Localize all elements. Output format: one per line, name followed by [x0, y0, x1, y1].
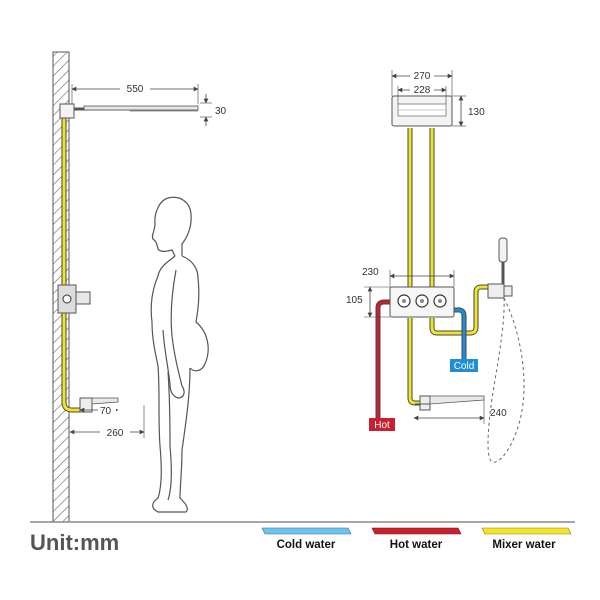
- dim-spout-length: 70: [79, 405, 119, 417]
- dim-label-30: 30: [215, 106, 227, 117]
- dim-label-230: 230: [362, 267, 379, 278]
- legend-cold: Cold water: [261, 527, 352, 551]
- tub-spout: [415, 395, 485, 411]
- dim-arm-length: 550: [71, 82, 199, 104]
- dim-label-130: 130: [468, 107, 485, 118]
- dim-spout-offset: 260: [69, 405, 145, 439]
- cold-tag-label: Cold: [454, 361, 475, 372]
- legend-label-cold: Cold water: [277, 539, 336, 551]
- dim-head-width-outer: 270: [391, 70, 453, 96]
- legend-label-hot: Hot water: [390, 539, 443, 551]
- valve-panel: [389, 286, 455, 318]
- dim-panel-width: 230: [362, 267, 455, 287]
- legend-label-mixer: Mixer water: [492, 539, 556, 551]
- left-mixer-pipe: [61, 108, 82, 413]
- right-mixer-pipes: [407, 128, 490, 406]
- dim-panel-height: 105: [346, 286, 390, 318]
- hot-tag: Hot: [369, 418, 395, 431]
- dim-head-thickness: 30: [200, 94, 227, 126]
- unit-label: Unit:mm: [30, 530, 119, 555]
- dim-label-105: 105: [346, 295, 363, 306]
- legend-swatch-hot: [371, 527, 462, 535]
- overhead-shower-head: [391, 95, 453, 127]
- legend-mixer: Mixer water: [481, 527, 572, 551]
- dim-head-depth: 130: [452, 95, 485, 127]
- hot-pipe: [375, 299, 392, 418]
- dim-label-240: 240: [490, 408, 507, 419]
- cold-pipe: [454, 307, 467, 360]
- legend-swatch-cold: [261, 527, 352, 535]
- dim-label-228: 228: [414, 85, 431, 96]
- legend-hot: Hot water: [371, 527, 462, 551]
- dim-handshower-offset: 240: [413, 400, 507, 424]
- cold-tag: Cold: [450, 359, 478, 372]
- hand-shower: [487, 237, 525, 463]
- dim-label-70: 70: [100, 406, 112, 417]
- dim-label-270: 270: [414, 71, 431, 82]
- dim-label-260: 260: [107, 428, 124, 439]
- legend-swatch-mixer: [481, 527, 572, 535]
- human-figure: [150, 196, 209, 513]
- overhead-shower: [59, 103, 199, 119]
- wall-valve: [57, 284, 91, 314]
- dim-head-width-inner: 228: [397, 84, 447, 104]
- hot-tag-label: Hot: [374, 420, 390, 431]
- dim-label-550: 550: [127, 84, 144, 95]
